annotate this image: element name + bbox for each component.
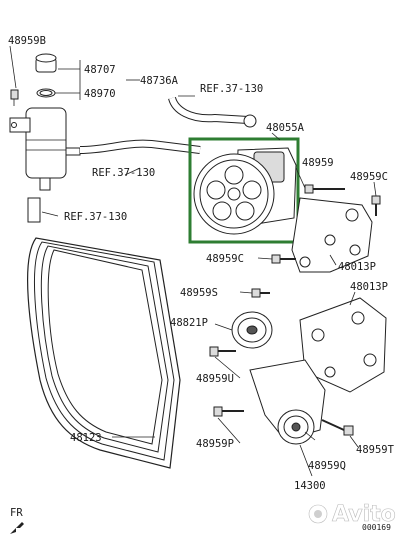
- watermark-text: Avito: [332, 502, 396, 527]
- power-steering-pump[interactable]: [193, 147, 297, 235]
- front-arrow-icon: [10, 522, 24, 534]
- bolt-48959C-left: [271, 254, 296, 264]
- pump-bracket: [291, 197, 373, 273]
- watermark: Avito: [308, 502, 396, 527]
- fr-label: FR: [10, 507, 23, 519]
- label-48970: 48970: [84, 88, 116, 100]
- label-48959U: 48959U: [196, 373, 234, 385]
- label-48013P-lower: 48013P: [350, 281, 388, 293]
- front-direction-indicator: FR: [10, 507, 24, 534]
- label-14300: 14300: [294, 480, 326, 492]
- label-48736A: 48736A: [140, 75, 179, 87]
- label-48123: 48123: [70, 432, 102, 444]
- bolt-48959S: [251, 288, 270, 298]
- pump-highlight-box: [188, 137, 300, 244]
- label-48959: 48959: [302, 157, 334, 169]
- label-48959C-right: 48959C: [350, 171, 388, 183]
- label-48055A: 48055A: [266, 122, 305, 134]
- tensioner-bracket: [299, 297, 387, 393]
- bolt-48959C-right: [371, 195, 381, 216]
- belt-tensioner[interactable]: [249, 359, 326, 445]
- label-48013P-upper: 48013P: [338, 261, 376, 273]
- label-48959Q: 48959Q: [308, 460, 346, 472]
- reservoir-assembly: [9, 53, 81, 223]
- bolt-48959: [304, 184, 345, 194]
- label-ref-3: REF.37-130: [64, 211, 127, 223]
- label-48821P: 48821P: [170, 317, 208, 329]
- hoses: [79, 96, 257, 154]
- label-48959T: 48959T: [356, 444, 395, 456]
- label-48959P: 48959P: [196, 438, 234, 450]
- label-48959C-left: 48959C: [206, 253, 244, 265]
- callout-labels: 48959B 48707 48736A 48970 REF.37-130 480…: [8, 35, 395, 492]
- bolt-48959P: [213, 406, 244, 417]
- label-ref-2: REF.37-130: [92, 167, 155, 179]
- bolt-48959T: [321, 419, 354, 436]
- bolt-48959U: [209, 346, 236, 357]
- idler-pulley[interactable]: [231, 311, 273, 349]
- label-48959B: 48959B: [8, 35, 46, 47]
- diagram-code: 000169: [362, 523, 391, 532]
- leader-lines: [9, 45, 377, 477]
- label-ref-1: REF.37-130: [200, 83, 263, 95]
- drive-belt[interactable]: [26, 237, 181, 469]
- label-48707: 48707: [84, 64, 116, 76]
- label-48959S: 48959S: [180, 287, 218, 299]
